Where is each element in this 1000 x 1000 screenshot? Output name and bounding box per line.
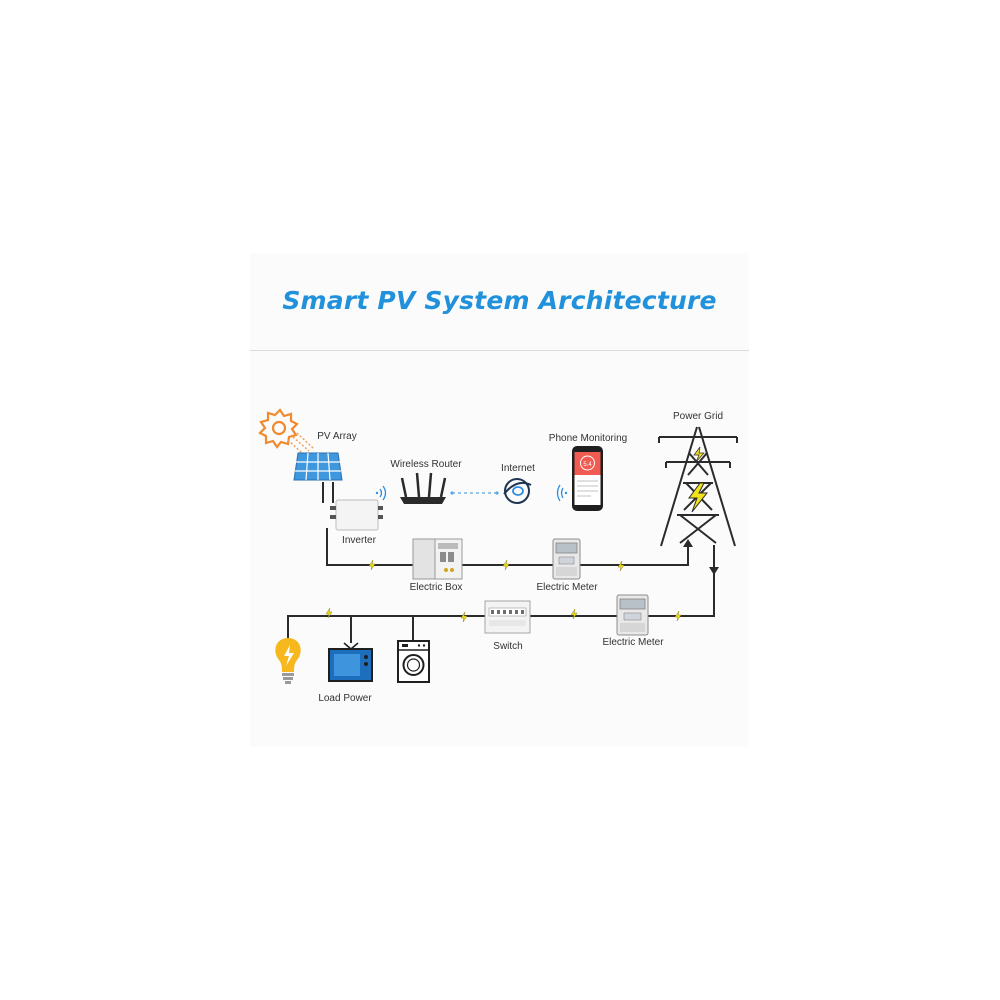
light-bulb-icon (275, 638, 301, 684)
bolt-icon (693, 446, 705, 463)
bolt-icon (570, 608, 578, 620)
arrow-up-icon (683, 539, 693, 547)
router-icon (400, 472, 447, 504)
sun-icon (258, 408, 299, 449)
bolt-icon (368, 559, 376, 571)
pv-array-label: PV Array (317, 431, 357, 442)
globe-icon (503, 478, 532, 504)
phone-icon: 5.4 (572, 446, 603, 511)
electric-meter-bottom-label: Electric Meter (602, 637, 664, 648)
inverter-label: Inverter (342, 535, 376, 546)
bolt-icon (617, 560, 625, 572)
sun-rays (287, 432, 315, 454)
wifi-icon (375, 485, 387, 501)
electric-box-icon (412, 538, 463, 580)
power-grid-label: Power Grid (672, 411, 724, 422)
electric-meter-top-label: Electric Meter (536, 582, 598, 593)
arrow-down-icon (709, 567, 719, 575)
switch-panel-icon (484, 600, 531, 634)
page-title: Smart PV System Architecture (282, 286, 717, 315)
solar-panel-icon (293, 452, 343, 481)
electric-meter-icon (616, 594, 649, 636)
inverter-icon (330, 499, 383, 531)
load-power-label: Load Power (318, 693, 372, 704)
bolt-icon (688, 482, 709, 513)
tv-icon (328, 642, 373, 682)
switch-label: Switch (493, 641, 523, 652)
washing-machine-icon (397, 640, 430, 683)
electric-box-label: Electric Box (409, 582, 463, 593)
wifi-icon (556, 484, 568, 502)
bolt-icon (674, 610, 682, 622)
phone-reading: 5.4 (583, 462, 592, 468)
phone-monitoring-label: Phone Monitoring (548, 433, 628, 444)
title-divider (250, 350, 749, 351)
bolt-icon (460, 611, 468, 623)
electric-meter-icon (552, 538, 581, 580)
internet-label: Internet (501, 463, 535, 474)
wireless-router-label: Wireless Router (390, 459, 462, 470)
bolt-icon (502, 559, 510, 571)
